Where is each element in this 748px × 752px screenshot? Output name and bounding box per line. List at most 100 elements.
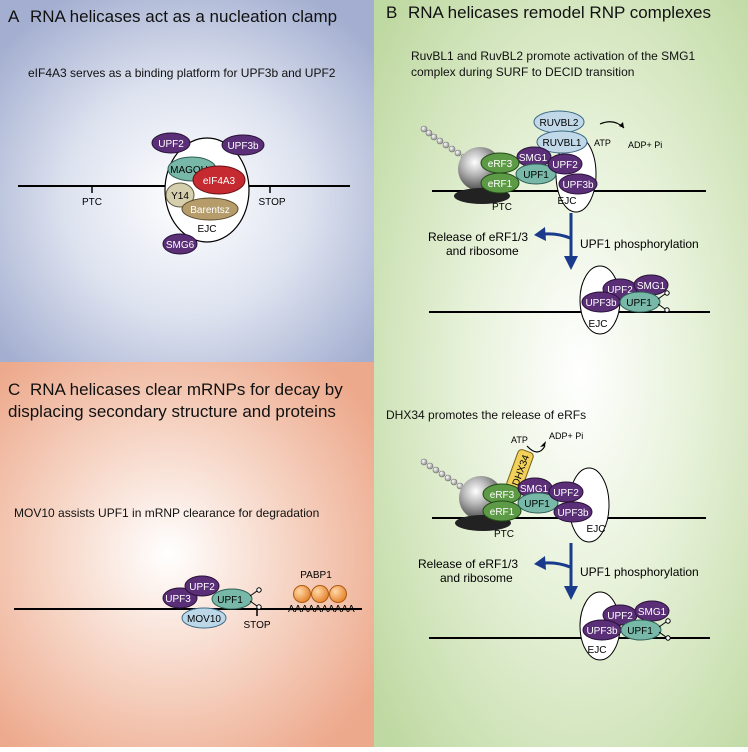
panel-b-arrows-1: Release of eRF1/3 and ribosome UPF1 phos… bbox=[428, 213, 699, 270]
panel-b2-upf2-label: UPF2 bbox=[553, 488, 579, 499]
panel-b1-upf2-label: UPF2 bbox=[552, 160, 578, 171]
panel-b-product-1: EJC UPF2 SMG1 UPF3b UPF1 bbox=[429, 265, 710, 335]
panel-c-mov10-label: MOV10 bbox=[187, 614, 221, 625]
panel-b1-release-line2: and ribosome bbox=[446, 244, 519, 258]
panel-b2-upf1-label: UPF1 bbox=[524, 499, 550, 510]
panel-c-pabp1-label: PABP1 bbox=[300, 570, 332, 581]
panel-c-stop-label: STOP bbox=[243, 620, 270, 631]
panel-b-arrows-2: Release of eRF1/3 and ribosome UPF1 phos… bbox=[418, 543, 699, 600]
panel-b2-atp-arrowhead bbox=[540, 441, 546, 447]
panel-b2p-smg1-label: SMG1 bbox=[638, 607, 667, 618]
panel-b2-erf1-label: eRF1 bbox=[490, 507, 515, 518]
panel-c-mov10 bbox=[181, 607, 227, 629]
panel-b1-ruvbl1 bbox=[536, 130, 588, 154]
panel-b2-ejc-label: EJC bbox=[587, 524, 606, 535]
panel-b2-upf3b bbox=[553, 501, 593, 523]
panel-b1-adp-label: ADP+ Pi bbox=[628, 140, 662, 150]
panel-b-caption1-line1: RuvBL1 and RuvBL2 promote activation of … bbox=[411, 49, 695, 63]
panel-b1-atp-arrowhead bbox=[619, 122, 624, 128]
panel-a-subtitle: eIF4A3 serves as a binding platform for … bbox=[28, 66, 336, 80]
panel-c-upf1 bbox=[211, 588, 253, 610]
panel-a-eif4a3-label: eIF4A3 bbox=[203, 176, 236, 187]
panel-b2-smg1-label: SMG1 bbox=[520, 484, 549, 495]
panel-b1p-smg1-label: SMG1 bbox=[637, 281, 666, 292]
panel-b1-ptc-label: PTC bbox=[492, 202, 512, 213]
panel-b1-erf1-label: eRF1 bbox=[488, 179, 513, 190]
panel-c-upf1-label: UPF1 bbox=[217, 595, 243, 606]
panel-b1p-upf2-label: UPF2 bbox=[607, 285, 633, 296]
panel-c-pabp1-bead-1 bbox=[293, 585, 311, 603]
panel-b1-down-arrowhead bbox=[564, 256, 578, 270]
panel-a-letter: A bbox=[8, 7, 20, 26]
panel-a-title: RNA helicases act as a nucleation clamp bbox=[30, 7, 337, 26]
panel-b1-upf1 bbox=[515, 163, 557, 185]
panel-b2p-upf3b-label: UPF3b bbox=[586, 626, 618, 637]
panel-b2-atp-arrow bbox=[526, 445, 546, 453]
panel-b1-phospho-label: UPF1 phosphorylation bbox=[580, 237, 699, 251]
panel-b2-side-arrowhead bbox=[534, 556, 546, 570]
panel-b2p-upf2-label: UPF2 bbox=[607, 611, 633, 622]
panel-b1-side-arrowhead bbox=[534, 227, 546, 241]
panel-a-barentsz-label: Barentsz bbox=[190, 205, 229, 216]
panel-b2-erf3-label: eRF3 bbox=[490, 490, 515, 501]
panel-c-subtitle: MOV10 assists UPF1 in mRNP clearance for… bbox=[14, 506, 319, 520]
panel-b2p-phospho-marks bbox=[658, 618, 671, 641]
panel-b1-side-arrow bbox=[543, 232, 571, 240]
panel-b2p-smg1 bbox=[634, 600, 670, 622]
panel-b2-atp-label: ATP bbox=[511, 435, 528, 445]
panel-b2-down-arrowhead bbox=[564, 586, 578, 600]
panel-b-complex-2: EJC PTC DHX34 ATP ADP+ Pi eRF3 eRF1 SMG1… bbox=[420, 431, 706, 543]
panel-b1-upf1-label: UPF1 bbox=[523, 170, 549, 181]
panel-b2-erf1 bbox=[482, 500, 522, 522]
panel-a: A RNA helicases act as a nucleation clam… bbox=[0, 0, 374, 362]
panel-c-phospho-marks bbox=[249, 587, 262, 610]
panel-b2p-ejc-label: EJC bbox=[588, 645, 607, 656]
panel-b2-side-arrow bbox=[543, 561, 571, 569]
panel-b1-ejc-label: EJC bbox=[558, 196, 577, 207]
panel-b1-erf3-label: eRF3 bbox=[488, 159, 513, 170]
panel-c-upf2-label: UPF2 bbox=[189, 582, 215, 593]
panel-a-upf3b-label: UPF3b bbox=[227, 141, 259, 152]
panel-a-upf2-label: UPF2 bbox=[158, 139, 184, 150]
panel-a-eif4a3 bbox=[192, 165, 246, 195]
panel-b1p-upf1-label: UPF1 bbox=[626, 298, 652, 309]
panel-b1-smg1-label: SMG1 bbox=[519, 153, 548, 164]
panel-c-title-line2: displacing secondary structure and prote… bbox=[8, 402, 336, 421]
panel-b2p-upf1-label: UPF1 bbox=[627, 626, 653, 637]
panel-a-upf3b bbox=[221, 134, 265, 156]
panel-b2-phospho-label: UPF1 phosphorylation bbox=[580, 565, 699, 579]
panel-b1p-upf3b-label: UPF3b bbox=[585, 298, 617, 309]
panel-b-letter: B bbox=[386, 3, 397, 22]
panel-c-title-line1: RNA helicases clear mRNPs for decay by bbox=[30, 380, 343, 399]
panel-b1-erf1 bbox=[480, 172, 520, 194]
panel-a-ptc-label: PTC bbox=[82, 197, 102, 208]
panel-c-background bbox=[0, 362, 374, 747]
panel-b2-release-line2: and ribosome bbox=[440, 571, 513, 585]
panel-b2-ptc-label: PTC bbox=[494, 529, 514, 540]
panel-b2-upf1 bbox=[517, 492, 559, 514]
panel-b1-upf2 bbox=[547, 153, 583, 175]
panel-a-stop-label: STOP bbox=[258, 197, 285, 208]
panel-c-upf2 bbox=[184, 575, 220, 597]
panel-b1-ruvbl2-label: RUVBL2 bbox=[540, 118, 579, 129]
panel-b: B RNA helicases remodel RNP complexes Ru… bbox=[374, 0, 748, 747]
panel-b-caption1-line2: complex during SURF to DECID transition bbox=[411, 65, 634, 79]
panel-b2p-upf1 bbox=[620, 619, 662, 641]
panel-b1-upf3b bbox=[558, 173, 598, 195]
panel-b2-adp-label: ADP+ Pi bbox=[549, 431, 583, 441]
panel-b-title: RNA helicases remodel RNP complexes bbox=[408, 3, 711, 22]
panel-b2-upf3b-label: UPF3b bbox=[557, 508, 589, 519]
panel-a-upf2 bbox=[151, 132, 191, 154]
panel-b1-release-line1: Release of eRF1/3 bbox=[428, 230, 528, 244]
panel-a-barentsz bbox=[181, 197, 239, 221]
panel-c-letter: C bbox=[8, 380, 20, 399]
panel-a-y14 bbox=[165, 182, 195, 208]
panel-a-y14-label: Y14 bbox=[171, 191, 189, 202]
panel-c: C RNA helicases clear mRNPs for decay by… bbox=[0, 362, 374, 747]
panel-b1p-upf1 bbox=[619, 291, 661, 313]
panel-c-pabp1-bead-3 bbox=[329, 585, 347, 603]
panel-b1-ruvbl1-label: RUVBL1 bbox=[543, 138, 582, 149]
panel-b1p-ejc-label: EJC bbox=[589, 319, 608, 330]
